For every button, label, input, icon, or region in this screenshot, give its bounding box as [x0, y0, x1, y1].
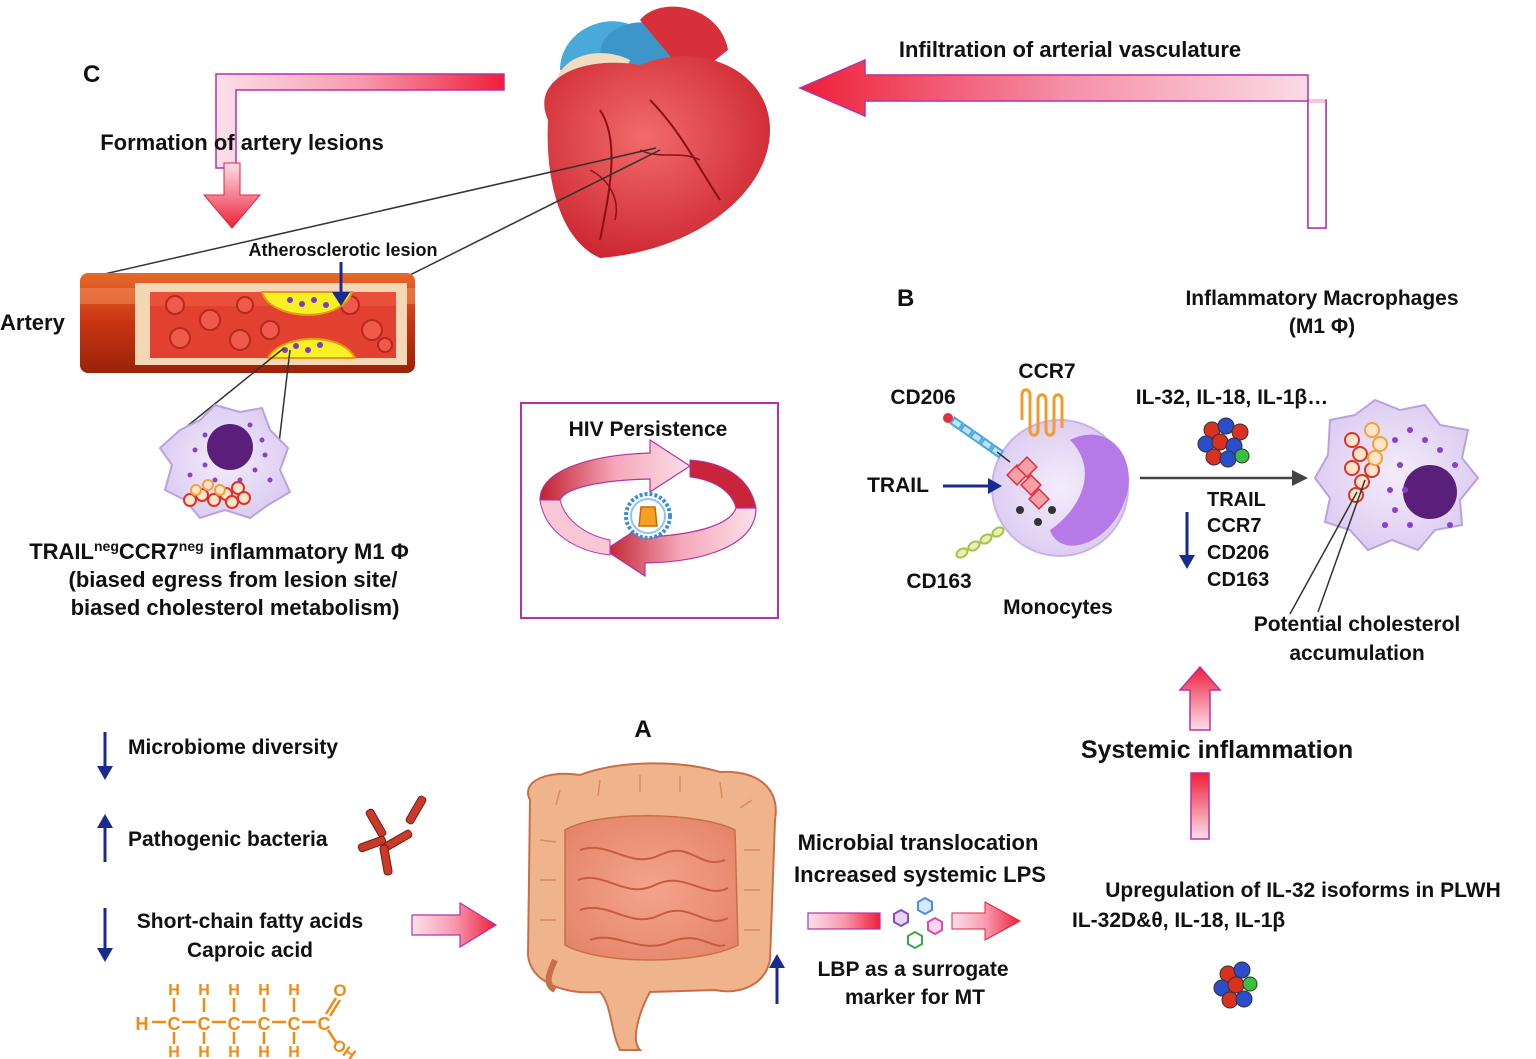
artery-label: Artery — [0, 310, 66, 335]
lesion-label: Atherosclerotic lesion — [248, 240, 437, 260]
lbp-line2: marker for MT — [845, 986, 985, 1009]
scfa-down-arrow — [97, 908, 113, 962]
svg-text:C: C — [228, 1014, 241, 1034]
svg-text:H: H — [198, 1044, 210, 1059]
bacteria-icon — [357, 795, 427, 876]
intestine-icon — [526, 762, 777, 1051]
cholesterol-line2: accumulation — [1289, 642, 1424, 665]
cd206-label: CD206 — [890, 386, 955, 409]
lesion-pointer-arrow — [332, 262, 350, 306]
zoom-line — [399, 149, 661, 281]
panel-c-label: C — [83, 61, 100, 88]
infiltration-label: Infiltration of arterial vasculature — [899, 37, 1241, 62]
macrophage-icon — [158, 403, 292, 520]
zoom-line — [99, 147, 657, 276]
svg-text:C: C — [318, 1014, 331, 1034]
panel-b-label: B — [897, 285, 914, 312]
pathogenic-up-arrow — [97, 814, 113, 862]
lbp-line1: LBP as a surrogate — [817, 958, 1008, 981]
downregulation-arrow — [1179, 512, 1195, 569]
down-trail: TRAIL — [1207, 489, 1266, 511]
macrophage-title: Inflammatory Macrophages — [1185, 287, 1458, 310]
trail-pointer-arrow — [943, 478, 1002, 494]
caproic-acid-structure: H C C C C C C H H H H H H H H H H O OH — [136, 981, 359, 1059]
scfa-label-line2: Caproic acid — [187, 939, 313, 962]
macrophage-caption-line2: (biased egress from lesion site/ — [69, 567, 398, 592]
lesion-formation-arrow — [202, 73, 505, 229]
svg-text:C: C — [288, 1014, 301, 1034]
cytokines-label: IL-32, IL-18, IL-1β… — [1136, 386, 1329, 409]
svg-text:H: H — [288, 1044, 300, 1059]
svg-text:C: C — [258, 1014, 271, 1034]
macrophage-caption-line1: TRAILnegCCR7neg inflammatory M1 Φ — [29, 538, 409, 564]
infiltration-arrow — [798, 58, 1327, 229]
svg-text:H: H — [288, 982, 300, 999]
systemic-up-arrow-top — [1178, 665, 1222, 731]
down-cd163: CD163 — [1207, 569, 1269, 591]
zoom-line — [1289, 491, 1358, 615]
svg-text:H: H — [168, 982, 180, 999]
translocation-line1: Microbial translocation — [798, 830, 1039, 855]
monocyte-icon — [943, 388, 1129, 559]
svg-text:H: H — [198, 982, 210, 999]
systemic-inflammation-label: Systemic inflammation — [1081, 736, 1353, 764]
macrophage-subtitle: (M1 Φ) — [1289, 315, 1355, 338]
cytokine-cluster-icon — [1213, 961, 1258, 1009]
trail-label: TRAIL — [867, 474, 929, 497]
hiv-persistence-title: HIV Persistence — [569, 418, 728, 441]
down-ccr7: CCR7 — [1207, 515, 1261, 537]
svg-text:H: H — [136, 1014, 149, 1034]
systemic-up-arrow-bottom — [1190, 772, 1210, 840]
svg-text:H: H — [258, 1044, 270, 1059]
translocation-line2: Increased systemic LPS — [794, 862, 1046, 887]
scfa-label-line1: Short-chain fatty acids — [137, 910, 363, 933]
virus-icon — [624, 492, 672, 540]
zoom-line — [179, 347, 285, 433]
svg-text:H: H — [168, 1044, 180, 1059]
cytokine-cluster-icon — [1197, 417, 1250, 468]
artery-icon — [80, 273, 415, 373]
panel-a-label: A — [634, 716, 651, 743]
monocytes-label: Monocytes — [1003, 596, 1113, 619]
down-cd206: CD206 — [1207, 542, 1269, 564]
svg-text:H: H — [228, 1044, 240, 1059]
upregulation-line2: IL-32D&θ, IL-18, IL-1β — [1072, 909, 1285, 932]
svg-text:C: C — [198, 1014, 211, 1034]
microbiome-label: Microbiome diversity — [128, 736, 338, 759]
svg-text:H: H — [258, 982, 270, 999]
macrophage-caption-line3: biased cholesterol metabolism) — [71, 595, 400, 620]
svg-text:H: H — [228, 982, 240, 999]
lbp-up-arrow — [769, 954, 785, 1004]
ccr7-label: CCR7 — [1018, 360, 1075, 383]
heart-icon — [544, 6, 770, 259]
pathogenic-label: Pathogenic bacteria — [128, 828, 328, 851]
lesion-formation-label: Formation of artery lesions — [100, 130, 384, 155]
lps-hexagon-icon — [893, 896, 943, 950]
svg-text:C: C — [168, 1014, 181, 1034]
m1-macrophage-icon — [1313, 398, 1480, 552]
svg-text:O: O — [333, 981, 346, 1000]
zoom-line — [1317, 479, 1366, 613]
differentiation-arrow — [1140, 470, 1308, 486]
lps-translocation-arrow — [807, 901, 1022, 941]
upregulation-line1: Upregulation of IL-32 isoforms in PLWH — [1105, 879, 1501, 902]
microbiome-down-arrow — [97, 732, 113, 780]
cholesterol-line1: Potential cholesterol — [1254, 613, 1461, 636]
gut-input-arrow — [411, 901, 498, 949]
cd163-label: CD163 — [906, 570, 971, 593]
persistence-cycle-icon — [539, 438, 757, 578]
